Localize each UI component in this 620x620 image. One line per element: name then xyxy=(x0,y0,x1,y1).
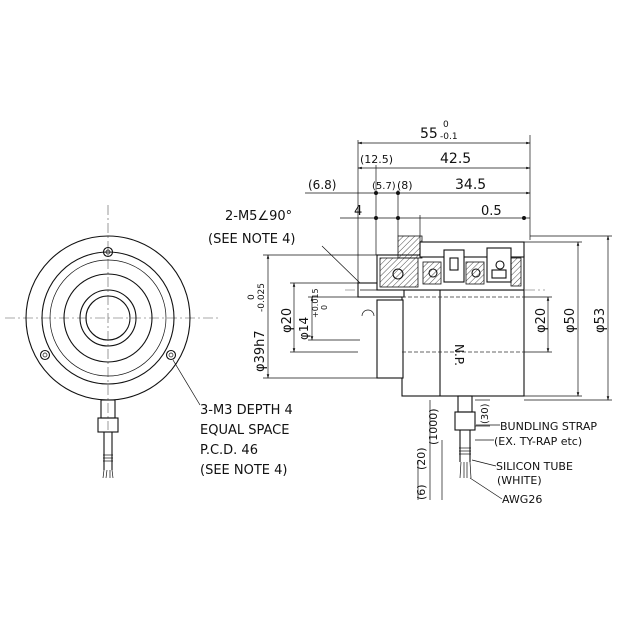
cable-dimensions: (1000) (20) (6) (30) xyxy=(415,399,491,500)
dim-dia39: φ39h7 xyxy=(253,330,268,372)
dim-1000: (1000) xyxy=(427,408,440,445)
shaft-bore-inner xyxy=(85,295,131,341)
dim-4: 4 xyxy=(354,204,362,219)
left-diameters: φ39h7 0 -0.025 φ20 φ14 +0.015 0 xyxy=(247,254,377,379)
bottom-thread-line1: 3-M3 DEPTH 4 xyxy=(200,403,293,418)
right-diameters: φ20 φ50 φ53 xyxy=(524,235,612,401)
dim-overall-tol-upper: 0 xyxy=(443,120,449,130)
np-label: N.P. xyxy=(452,344,466,366)
inner-ring-circle xyxy=(63,273,153,363)
top-thread-line1: 2-M5∠90° xyxy=(225,209,292,224)
strap-line2: (EX. TY-RAP etc) xyxy=(494,435,582,448)
dim-dia39-tol-upper: 0 xyxy=(247,294,257,300)
dim-dia39-tol-lower: -0.025 xyxy=(257,283,267,312)
dim-overall-tol-lower: -0.1 xyxy=(440,132,458,142)
dim-34-5: 34.5 xyxy=(455,177,486,193)
dim-5-7: (5.7) xyxy=(372,181,396,192)
mounting-hole-left xyxy=(39,349,51,361)
dim-12-5: (12.5) xyxy=(360,153,393,166)
dim-overall-length: 55 xyxy=(420,126,438,142)
dim-dia20-right: φ20 xyxy=(534,308,549,333)
dim-dia53: φ53 xyxy=(593,308,608,333)
top-thread-note: 2-M5∠90° (SEE NOTE 4) xyxy=(208,209,361,284)
pcd-circle xyxy=(49,259,167,377)
shaft-bore-outer xyxy=(79,289,137,347)
dim-20: (20) xyxy=(415,447,428,470)
awg-label: AWG26 xyxy=(502,493,542,506)
top-thread-line2: (SEE NOTE 4) xyxy=(208,232,295,247)
front-cable xyxy=(97,399,119,479)
bottom-thread-line4: (SEE NOTE 4) xyxy=(200,463,287,478)
dim-dia14-tol-upper: +0.015 xyxy=(311,288,320,318)
body-circle xyxy=(41,251,175,385)
dim-dia14-tol-lower: 0 xyxy=(320,305,329,310)
bottom-thread-line3: P.C.D. 46 xyxy=(200,443,258,458)
side-view: N.P. xyxy=(345,235,545,479)
tube-line1: SILICON TUBE xyxy=(496,460,573,473)
dim-6: (6) xyxy=(415,484,428,500)
dim-30: (30) xyxy=(480,403,491,424)
dim-dia14: φ14 xyxy=(297,317,311,340)
tube-line2: (WHITE) xyxy=(497,474,542,487)
front-view xyxy=(5,205,220,479)
top-dimensions: 55 0 -0.1 (12.5) 42.5 (6.8) (5.7) (8) 34… xyxy=(305,120,531,283)
dim-dia20-left: φ20 xyxy=(280,308,295,333)
section-assembly xyxy=(376,235,525,291)
main-body xyxy=(401,289,525,397)
bottom-thread-line2: EQUAL SPACE xyxy=(200,423,289,438)
strap-line1: BUNDLING STRAP xyxy=(500,420,597,433)
mounting-hole-top xyxy=(102,246,114,258)
dim-8: (8) xyxy=(397,179,413,192)
bottom-thread-note: 3-M3 DEPTH 4 EQUAL SPACE P.C.D. 46 (SEE … xyxy=(200,403,293,478)
dim-6-8: (6.8) xyxy=(308,178,336,192)
cable-callouts: BUNDLING STRAP (EX. TY-RAP etc) SILICON … xyxy=(469,420,597,506)
side-cable xyxy=(454,395,476,479)
dim-dia50: φ50 xyxy=(563,308,578,333)
left-hub xyxy=(376,299,404,379)
mounting-hole-right xyxy=(165,349,177,361)
dim-42-5: 42.5 xyxy=(440,151,471,167)
dim-0-5: 0.5 xyxy=(481,204,502,219)
